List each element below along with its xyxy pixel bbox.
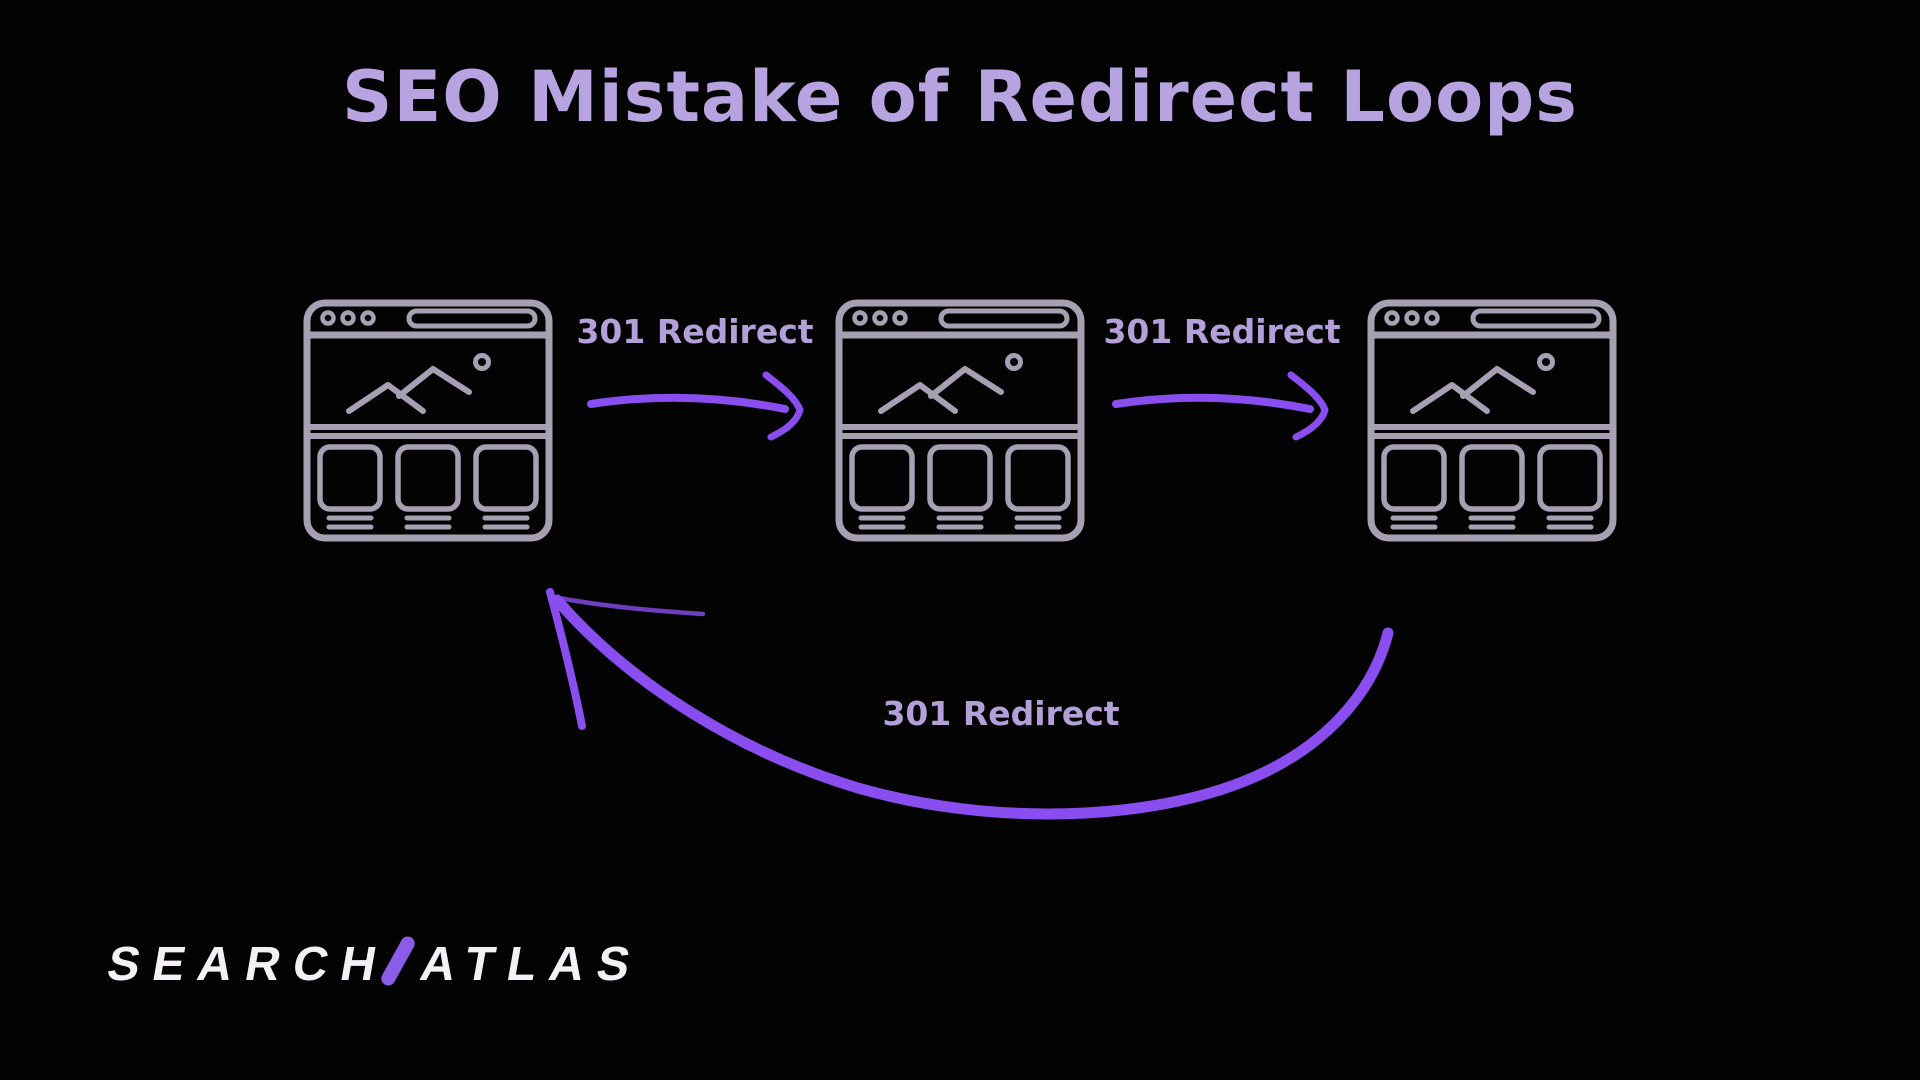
- logo-text-atlas: ATLAS: [416, 937, 647, 991]
- content-cards-icon: [1381, 444, 1603, 512]
- text-lines-icon: [1390, 515, 1594, 530]
- window-dots-icon: [1384, 310, 1440, 326]
- hero-image-mountains-icon: [1410, 353, 1555, 414]
- sun-icon: [1005, 353, 1023, 371]
- sun-icon: [473, 353, 491, 371]
- content-cards-icon: [849, 444, 1071, 512]
- window-dots-icon: [320, 310, 376, 326]
- window-dots-icon: [852, 310, 908, 326]
- hero-image-mountains-icon: [878, 353, 1023, 414]
- address-bar-icon: [406, 308, 538, 329]
- website-window-icon-3: [1367, 299, 1617, 542]
- text-lines-icon: [858, 515, 1062, 530]
- hero-image-mountains-icon: [346, 353, 491, 414]
- redirect-label-1: 301 Redirect: [576, 312, 814, 351]
- address-bar-icon: [938, 308, 1070, 329]
- text-lines-icon: [326, 515, 530, 530]
- redirect-arrow-2-icon: [1112, 371, 1329, 441]
- browser-window-icon: [1367, 299, 1617, 542]
- redirect-arrow-1-icon: [587, 371, 804, 441]
- content-cards-icon: [317, 444, 539, 512]
- page-title: SEO Mistake of Redirect Loops: [342, 56, 1578, 138]
- brand-logo: SEARCH ATLAS: [103, 933, 647, 992]
- redirect-label-3: 301 Redirect: [882, 694, 1120, 733]
- website-window-icon-2: [835, 299, 1085, 542]
- website-window-icon-1: [303, 299, 553, 542]
- redirect-label-2: 301 Redirect: [1103, 312, 1341, 351]
- browser-window-icon: [303, 299, 553, 542]
- window-frame: [1367, 299, 1617, 542]
- logo-text-search: SEARCH: [103, 937, 394, 991]
- window-frame: [303, 299, 553, 542]
- sun-icon: [1537, 353, 1555, 371]
- address-bar-icon: [1470, 308, 1602, 329]
- browser-window-icon: [835, 299, 1085, 542]
- window-frame: [835, 299, 1085, 542]
